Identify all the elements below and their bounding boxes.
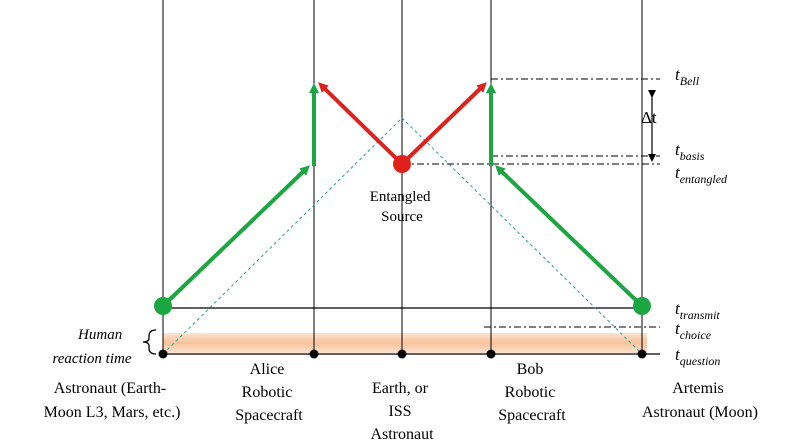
time-label-question: tquestion xyxy=(675,345,720,368)
worldlines xyxy=(162,0,643,355)
time-label-delta: Δt xyxy=(641,108,657,127)
reaction-time-band xyxy=(163,333,647,353)
time-label-entangled: tentangled xyxy=(675,163,728,186)
artemis-transmit-dot xyxy=(633,297,651,315)
node-label-alice: Alice Robotic Spacecraft xyxy=(235,361,303,424)
node-label-bob: Bob Robotic Spacecraft xyxy=(498,361,566,424)
time-label-choice: tchoice xyxy=(675,319,712,342)
time-label-bell: tBell xyxy=(675,65,700,88)
human-reaction-label: Human reaction time xyxy=(52,327,131,367)
green-arrow-astronaut-to-alice xyxy=(161,165,310,308)
node-label-earth: Earth, or ISS Astronaut xyxy=(370,380,434,443)
light-cone xyxy=(162,117,643,355)
time-label-transmit: ttransmit xyxy=(675,299,720,322)
base-dots xyxy=(158,349,647,359)
green-arrow-artemis-to-bob xyxy=(495,165,644,308)
red-arrow-to-alice xyxy=(318,82,404,166)
entangled-source-dot xyxy=(393,155,411,173)
red-arrow-to-bob xyxy=(400,82,487,166)
time-label-basis: tbasis xyxy=(675,140,705,163)
node-label-astronaut-l3: Astronaut (Earth- Moon L3, Mars, etc.) xyxy=(44,380,181,421)
astronaut-l3-transmit-dot xyxy=(154,297,172,315)
reference-lines xyxy=(402,78,660,328)
entangled-source-label: Entangled Source xyxy=(370,189,435,225)
reaction-brace xyxy=(142,329,157,355)
node-label-artemis: Artemis Astronaut (Moon) xyxy=(642,380,758,421)
